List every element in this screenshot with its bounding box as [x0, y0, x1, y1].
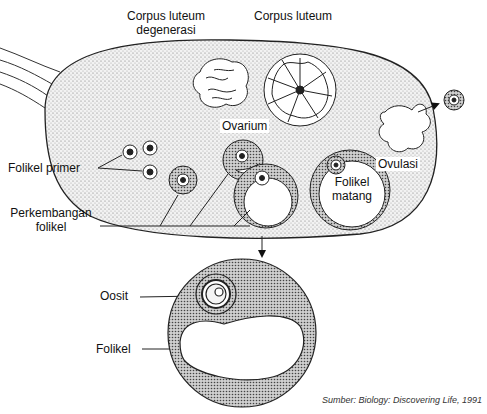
part-label: Folikel matang: [326, 175, 378, 203]
part-label: Oosit: [100, 289, 140, 303]
part-label: Ovarium: [220, 119, 269, 133]
part-label: Perkembangan folikel: [4, 206, 98, 234]
corpus-luteum: [264, 54, 336, 126]
ovary-outline: [45, 40, 437, 238]
ovulation: [379, 90, 464, 152]
enlarged-follicle: [168, 259, 316, 407]
developing-follicles: [169, 140, 298, 228]
source-credit: Sumber: Biology: Discovering Life, 1991: [268, 393, 482, 407]
part-label: Folikel: [96, 342, 142, 356]
part-label: Folikel primer: [8, 161, 100, 175]
corpus-luteum-degenerating: [193, 59, 248, 107]
primary-follicles: [123, 141, 157, 179]
part-label: Corpus luteum: [245, 9, 341, 23]
part-label: Ovulasi: [376, 157, 420, 171]
part-label: Corpus luteum degenerasi: [120, 9, 212, 37]
